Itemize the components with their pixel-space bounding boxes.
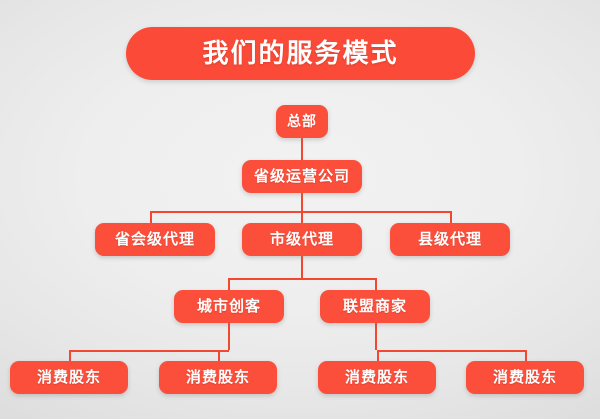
node-hq[interactable]: 总部 bbox=[276, 105, 328, 138]
connector-drop-city-agent bbox=[301, 211, 303, 223]
node-county-agent-label: 县级代理 bbox=[417, 230, 482, 248]
connector-provincial-operator-stem bbox=[301, 193, 303, 212]
node-consumer-shareholder-3[interactable]: 消费股东 bbox=[318, 361, 436, 394]
connector-city-maker-stem bbox=[228, 323, 230, 350]
node-consumer-shareholder-1[interactable]: 消费股东 bbox=[10, 361, 128, 394]
node-consumer-shareholder-3-label: 消费股东 bbox=[344, 368, 409, 386]
node-consumer-shareholder-4-label: 消费股东 bbox=[492, 368, 557, 386]
node-consumer-shareholder-4[interactable]: 消费股东 bbox=[466, 361, 584, 394]
connector-left-shareholders-bus bbox=[69, 350, 229, 352]
node-city-maker[interactable]: 城市创客 bbox=[174, 290, 284, 323]
node-consumer-shareholder-2[interactable]: 消费股东 bbox=[159, 361, 277, 394]
page-title: 我们的服务模式 bbox=[202, 38, 399, 69]
page-title-pill: 我们的服务模式 bbox=[126, 27, 475, 80]
node-city-maker-label: 城市创客 bbox=[196, 297, 261, 315]
node-county-agent[interactable]: 县级代理 bbox=[390, 223, 510, 256]
node-provincial-operator[interactable]: 省级运营公司 bbox=[242, 160, 362, 193]
connector-drop-city-maker bbox=[228, 278, 230, 290]
connector-hq-to-provincial-operator bbox=[301, 138, 303, 161]
connector-drop-consumer-shareholder-2 bbox=[218, 350, 220, 362]
connector-alliance-merchant-stem bbox=[375, 323, 377, 350]
node-city-agent-label: 市级代理 bbox=[269, 230, 334, 248]
node-provincial-operator-label: 省级运营公司 bbox=[253, 167, 350, 185]
node-alliance-merchant-label: 联盟商家 bbox=[342, 297, 407, 315]
node-alliance-merchant[interactable]: 联盟商家 bbox=[320, 290, 430, 323]
node-capital-agent-label: 省会级代理 bbox=[114, 230, 195, 248]
connector-level4-bus bbox=[228, 278, 377, 280]
connector-drop-consumer-shareholder-3 bbox=[377, 350, 379, 362]
node-consumer-shareholder-2-label: 消费股东 bbox=[185, 368, 250, 386]
node-city-agent[interactable]: 市级代理 bbox=[242, 223, 362, 256]
connector-city-agent-stem bbox=[301, 256, 303, 278]
connector-drop-capital-agent bbox=[150, 211, 152, 223]
connector-drop-county-agent bbox=[450, 211, 452, 223]
node-capital-agent[interactable]: 省会级代理 bbox=[95, 223, 215, 256]
node-consumer-shareholder-1-label: 消费股东 bbox=[36, 368, 101, 386]
connector-drop-consumer-shareholder-4 bbox=[525, 350, 527, 362]
connector-drop-consumer-shareholder-1 bbox=[69, 350, 71, 362]
connector-right-shareholders-bus bbox=[377, 350, 527, 352]
connector-drop-alliance-merchant bbox=[375, 278, 377, 290]
node-hq-label: 总部 bbox=[287, 113, 317, 130]
